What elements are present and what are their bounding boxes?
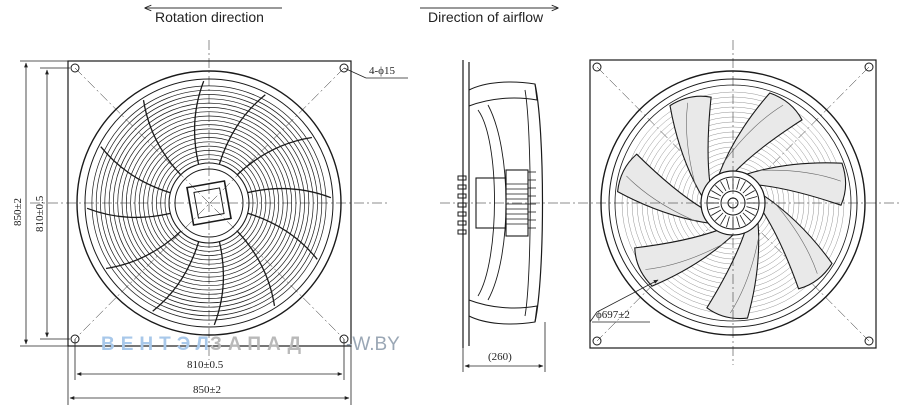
- airflow-direction-label-group: Direction of airflow: [420, 8, 558, 25]
- watermark: ВЕНТЭЛ ЗАПАД -W.BY: [101, 334, 400, 355]
- rotation-direction-label: Rotation direction: [155, 9, 264, 25]
- watermark-part-3: -W.BY: [346, 334, 400, 355]
- rear-view-impeller: [560, 40, 900, 365]
- watermark-part-2: ЗАПАД: [210, 334, 307, 355]
- rotation-direction-label-group: Rotation direction: [145, 8, 282, 25]
- dim-inner-vertical: 810±0.5: [34, 195, 46, 232]
- side-view-dimensions: [462, 322, 546, 372]
- rear-view-dimensions: [589, 279, 659, 323]
- dim-outer-horizontal: 850±2: [193, 384, 221, 396]
- front-view-grille: [30, 40, 388, 360]
- dim-fan-diameter: ϕ697±2: [596, 309, 630, 321]
- dim-mounting-holes: 4-ϕ15: [369, 65, 395, 77]
- airflow-direction-label: Direction of airflow: [428, 9, 544, 25]
- watermark-part-1: ВЕНТЭЛ: [101, 334, 215, 355]
- side-view: [440, 60, 560, 348]
- dim-depth: (260): [488, 351, 512, 363]
- dim-outer-vertical: 850±2: [12, 198, 24, 226]
- dim-inner-horizontal: 810±0.5: [187, 359, 224, 371]
- front-view-dimensions: [20, 60, 408, 405]
